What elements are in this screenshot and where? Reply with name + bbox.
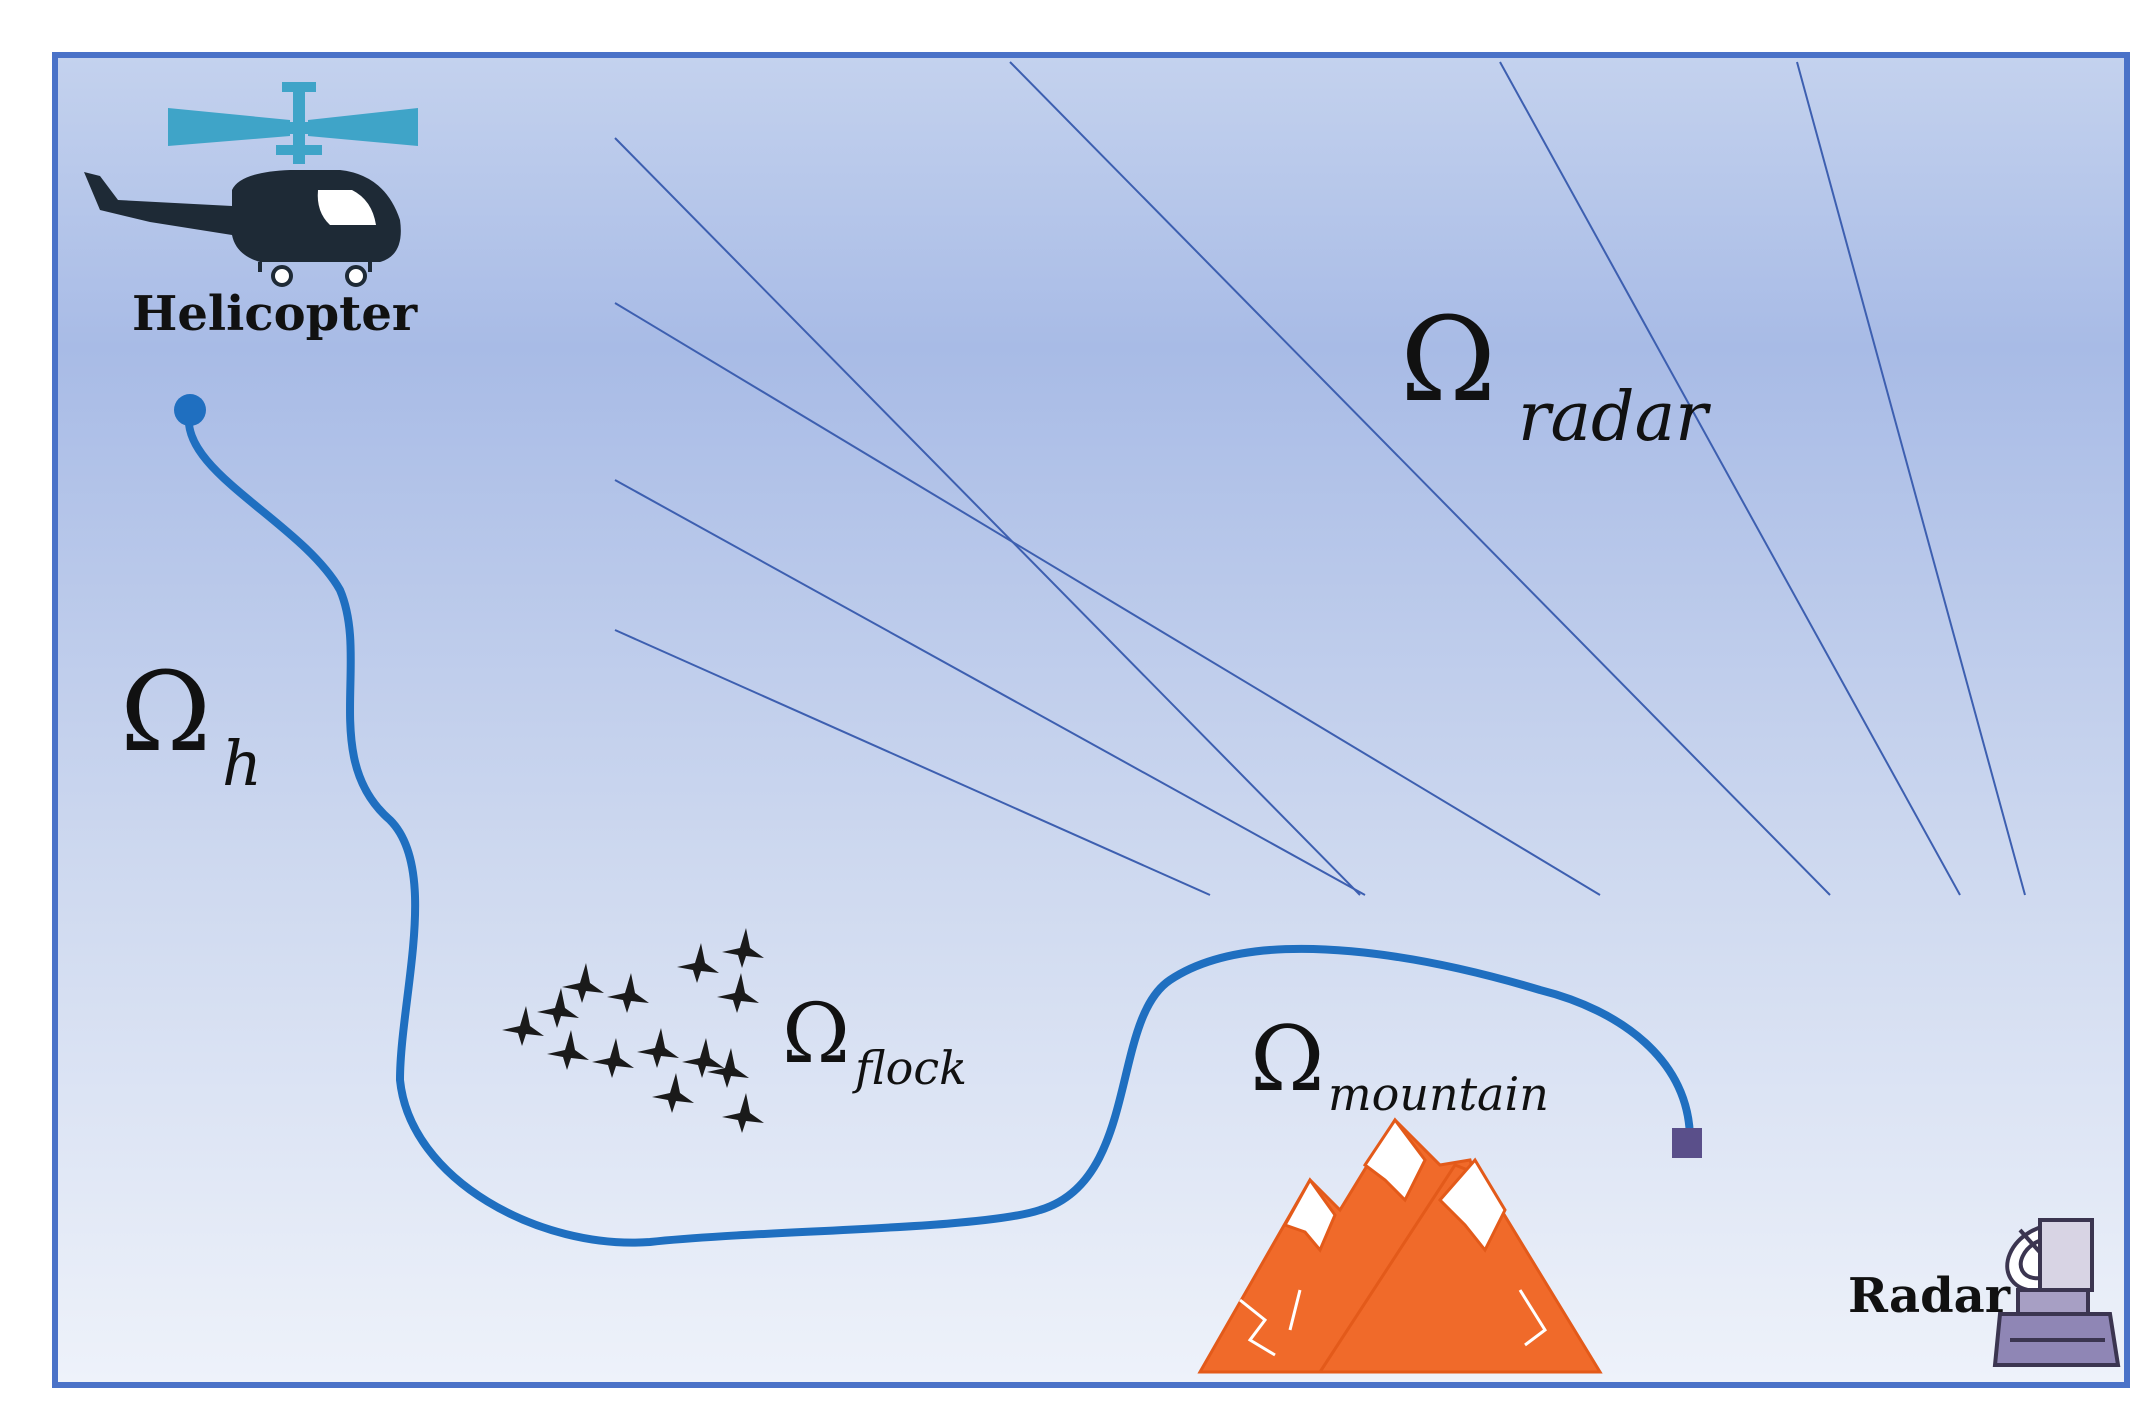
- omega-radar-subscript: radar: [1518, 378, 1711, 457]
- radar-dish-icon: [1992, 1218, 2121, 1367]
- radar-beam: [614, 629, 1211, 896]
- omega-radar-symbol: Ω: [1400, 293, 1496, 428]
- bird-icon: [502, 1006, 544, 1046]
- radar-beams: [614, 61, 2026, 896]
- bird-icon: [537, 988, 579, 1028]
- end-point: [1672, 1128, 1702, 1158]
- start-point: [174, 394, 206, 426]
- radar-beam: [1499, 61, 1961, 896]
- bird-icon: [637, 1028, 679, 1068]
- omega-flock-symbol: Ω: [782, 987, 850, 1082]
- bird-icon: [722, 1093, 764, 1133]
- omega-mountain-subscript: mountain: [1328, 1067, 1549, 1121]
- bird-icon: [722, 928, 764, 968]
- bird-icon: [707, 1048, 749, 1088]
- bird-icon: [562, 963, 604, 1003]
- omega-h-subscript: h: [222, 727, 262, 800]
- radar-beam: [614, 137, 1361, 896]
- bird-icon: [717, 973, 759, 1013]
- bird-icon: [652, 1073, 694, 1113]
- radar-beam: [1796, 61, 2026, 896]
- helicopter-icon: [84, 82, 418, 287]
- radar-beam: [1009, 61, 1831, 896]
- omega-mountain-symbol: Ω: [1250, 1007, 1325, 1112]
- radar-beam: [614, 479, 1366, 896]
- flight-path: [184, 406, 1694, 1247]
- bird-icon: [547, 1030, 589, 1070]
- omega-flock-subscript: flock: [852, 1041, 967, 1095]
- radar-beam: [614, 302, 1601, 896]
- mountain-icon: [1197, 1117, 1603, 1374]
- bird-icon: [677, 943, 719, 983]
- radar-label: Radar: [1848, 1268, 2011, 1324]
- bird-icon: [682, 1038, 724, 1078]
- bird-flock-icon: [502, 928, 764, 1133]
- bird-icon: [607, 973, 649, 1013]
- helicopter-label: Helicopter: [132, 286, 418, 342]
- omega-h-symbol: Ω: [120, 648, 211, 776]
- bird-icon: [592, 1038, 634, 1078]
- frame-background: [52, 52, 2130, 1388]
